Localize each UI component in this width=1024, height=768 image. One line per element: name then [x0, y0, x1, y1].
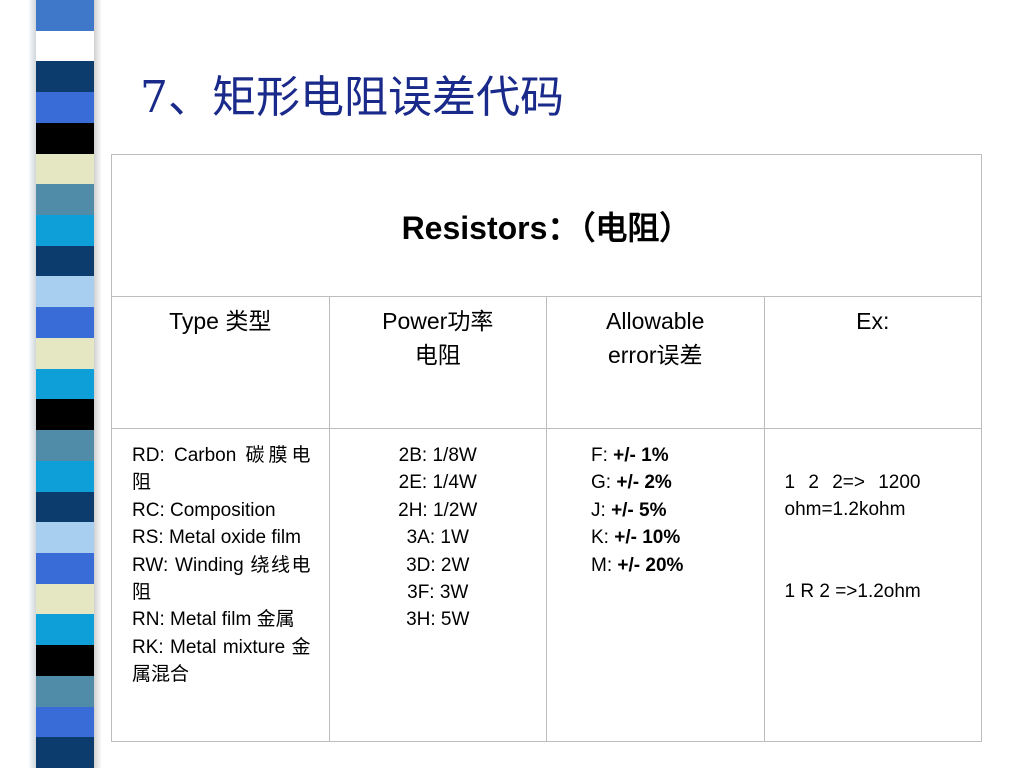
stripe-segment [36, 153, 94, 185]
header-error-label-cn: error误差 [607, 342, 703, 368]
header-type-label: Type 类型 [169, 308, 272, 334]
power-cell: 2B: 1/8W 2E: 1/4W 2H: 1/2W 3A: 1W 3D: 2W… [328, 428, 547, 742]
stripe-segment [36, 245, 94, 277]
error-value: +/- 20% [617, 554, 684, 576]
header-type: Type 类型 [111, 296, 330, 429]
type-item: RK: Metal mixture 金属混合 [132, 636, 311, 686]
stripe-segment [36, 737, 94, 768]
stripe-segment [36, 30, 94, 62]
table-caption-cell: Resistors：（电阻） [111, 154, 982, 297]
error-item: K: +/- 10% [591, 524, 764, 551]
resistor-table: Resistors：（电阻） Type 类型 Power功率 电阻 Allowa… [111, 154, 982, 742]
error-code: J: [591, 499, 606, 521]
stripe-segment [36, 675, 94, 707]
stripe-segment [36, 491, 94, 523]
stripe-segment [36, 522, 94, 553]
stripe-segment [36, 307, 94, 338]
table-caption: Resistors：（电阻） [401, 209, 692, 246]
stripe-segment [36, 184, 94, 216]
type-item: RC: Composition [132, 499, 276, 521]
table-header-row: Type 类型 Power功率 电阻 Allowable error误差 Ex: [111, 296, 982, 429]
example-spacer [785, 524, 982, 578]
type-item: RN: Metal film 金属 [132, 609, 295, 631]
error-code: M: [591, 554, 613, 576]
type-item: RD: Carbon 碳膜电阻 [132, 445, 311, 494]
header-power-label: Power功率 [382, 308, 494, 334]
stripe-segment [36, 583, 94, 615]
power-item: 3D: 2W [406, 554, 470, 576]
power-item: 2E: 1/4W [398, 472, 477, 494]
stripe-segment [36, 430, 94, 461]
stripe-segment [36, 92, 94, 123]
error-item: G: +/- 2% [591, 469, 764, 496]
stripe-segment [36, 460, 94, 492]
stripe-segment [36, 215, 94, 246]
header-error: Allowable error误差 [546, 296, 765, 429]
error-value: +/- 10% [614, 527, 681, 549]
power-item: 2H: 1/2W [398, 499, 478, 521]
error-cell: F: +/- 1% G: +/- 2% J: +/- 5% K: +/- 10%… [546, 428, 765, 742]
header-power: Power功率 电阻 [328, 296, 547, 429]
power-item: 3A: 1W [406, 527, 469, 549]
stripe-segment [36, 706, 94, 738]
power-item: 2B: 1/8W [398, 445, 477, 466]
stripe-segment [36, 276, 94, 308]
table-body-row: RD: Carbon 碳膜电阻 RC: Composition RS: Meta… [111, 428, 982, 742]
example-cell: 1 2 2=> 1200 ohm=1.2kohm 1 R 2 =>1.2ohm [763, 428, 982, 742]
error-code: F: [591, 445, 608, 466]
error-value: +/- 1% [613, 445, 669, 466]
power-item: 3H: 5W [406, 609, 470, 631]
stripe-segment [36, 61, 94, 93]
power-item: 3F: 3W [407, 582, 469, 604]
stripe-segment [36, 552, 94, 584]
error-value: +/- 5% [611, 499, 667, 521]
stripe-segment [36, 122, 94, 154]
slide-title: 7、矩形电阻误差代码 [140, 72, 564, 123]
error-item: F: +/- 1% [591, 442, 764, 469]
header-power-label-cn: 电阻 [414, 342, 461, 368]
type-item: RW: Winding 绕线电阻 [132, 554, 311, 604]
error-item: M: +/- 20% [591, 552, 764, 579]
stripe-segment [36, 645, 94, 676]
type-item: RS: Metal oxide film [132, 527, 301, 549]
example-line: 1 2 2=> 1200 [784, 472, 921, 493]
error-code: K: [591, 527, 609, 549]
decorative-stripe-bar [36, 0, 95, 768]
stripe-shadow-decoration [94, 0, 102, 768]
stripe-segment [36, 614, 94, 646]
header-error-label: Allowable [606, 308, 705, 334]
error-code: G: [591, 472, 612, 494]
stripe-edge-decoration [28, 0, 36, 768]
stripe-segment [36, 0, 94, 31]
stripe-segment [36, 368, 94, 400]
error-value: +/- 2% [616, 472, 672, 494]
stripe-segment [36, 337, 94, 369]
type-cell: RD: Carbon 碳膜电阻 RC: Composition RS: Meta… [111, 428, 330, 742]
header-ex: Ex: [763, 296, 982, 429]
example-line: ohm=1.2kohm [784, 499, 906, 521]
example-line: 1 R 2 =>1.2ohm [784, 580, 921, 602]
table-caption-row: Resistors：（电阻） [111, 154, 982, 297]
error-item: J: +/- 5% [591, 497, 764, 524]
stripe-segment [36, 399, 94, 431]
header-ex-label: Ex: [856, 308, 890, 334]
